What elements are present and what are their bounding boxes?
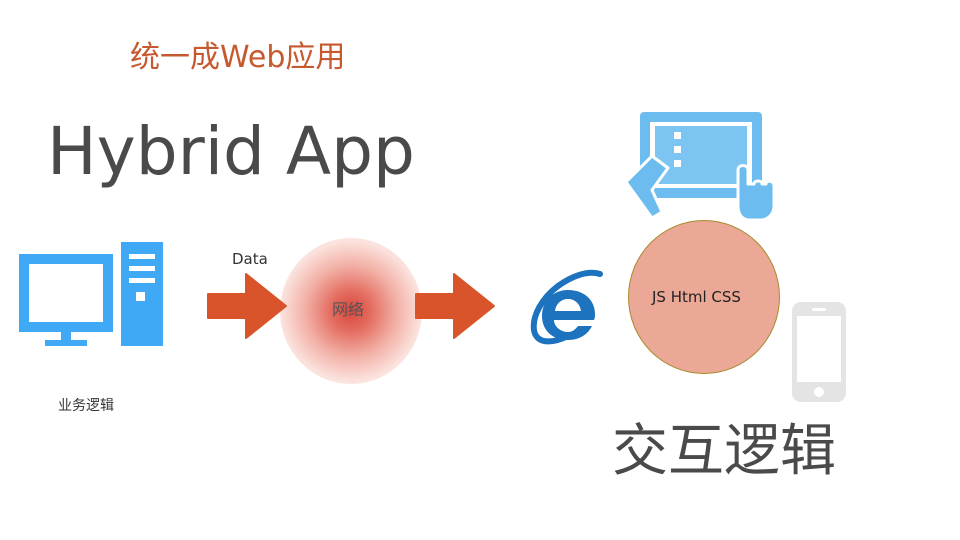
data-label: Data <box>232 250 268 268</box>
smartphone-icon <box>792 302 846 402</box>
network-glow <box>280 238 422 384</box>
interaction-logic-label: 交互逻辑 <box>612 419 836 484</box>
internet-explorer-icon <box>530 269 603 345</box>
page-title: Hybrid App <box>47 113 415 190</box>
tablet-touch-icon <box>624 112 776 222</box>
desktop-computer-icon <box>19 242 163 346</box>
tech-stack-label: JS Html CSS <box>652 288 741 306</box>
tech-stack-circle <box>628 220 780 374</box>
business-logic-label: 业务逻辑 <box>58 398 114 414</box>
arrow-right-icon <box>207 273 287 339</box>
network-label: 网络 <box>332 300 365 319</box>
arrow-right-icon <box>415 273 495 339</box>
subtitle: 统一成Web应用 <box>130 40 346 75</box>
